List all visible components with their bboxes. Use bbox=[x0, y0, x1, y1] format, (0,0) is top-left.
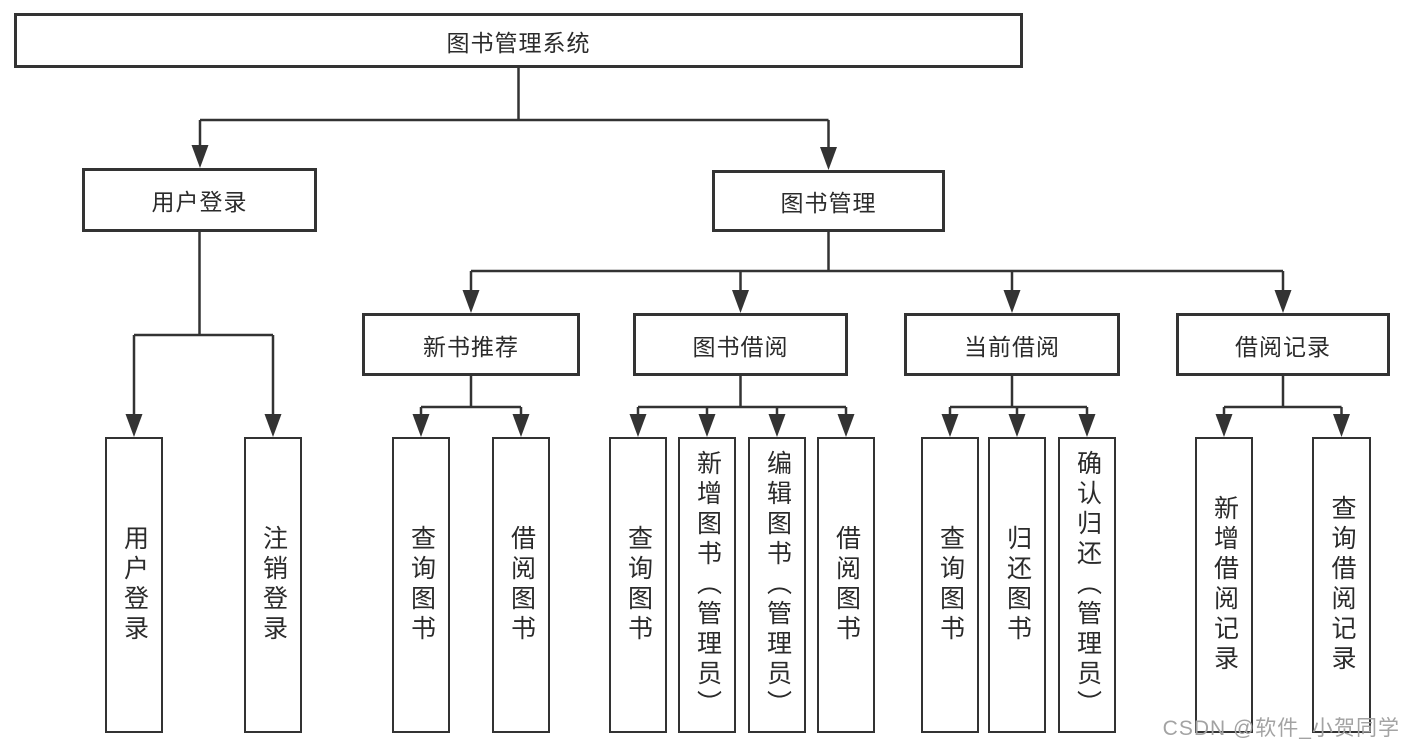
node-book-borrowing: 图书借阅 bbox=[633, 313, 848, 376]
node-confirm-return-admin: 确认归还（管理员） bbox=[1058, 437, 1116, 733]
node-label: 用户登录 bbox=[120, 525, 149, 645]
node-user-login-leaf: 用户登录 bbox=[105, 437, 163, 733]
node-borrow-books-recommend: 借阅图书 bbox=[492, 437, 550, 733]
node-label: 归还图书 bbox=[1003, 525, 1032, 645]
node-query-books-recommend: 查询图书 bbox=[392, 437, 450, 733]
node-current-borrowing: 当前借阅 bbox=[904, 313, 1120, 376]
node-return-book: 归还图书 bbox=[988, 437, 1046, 733]
node-label: 借阅图书 bbox=[832, 525, 861, 645]
node-label: 查询图书 bbox=[936, 525, 965, 645]
node-borrow-books-borrowing: 借阅图书 bbox=[817, 437, 875, 733]
node-add-book-admin: 新增图书（管理员） bbox=[678, 437, 736, 733]
node-book-management: 图书管理 bbox=[712, 170, 945, 232]
node-label: 查询图书 bbox=[407, 525, 436, 645]
node-user-login: 用户登录 bbox=[82, 168, 317, 232]
node-library-management-system: 图书管理系统 bbox=[14, 13, 1023, 68]
node-label: 图书管理 bbox=[780, 190, 877, 216]
node-label: 查询借阅记录 bbox=[1328, 495, 1356, 675]
node-label: 新书推荐 bbox=[423, 333, 519, 360]
node-query-books-borrowing: 查询图书 bbox=[609, 437, 667, 733]
node-label: 查询图书 bbox=[624, 525, 653, 645]
node-label: 注销登录 bbox=[259, 525, 288, 645]
node-borrowing-records: 借阅记录 bbox=[1176, 313, 1390, 376]
node-add-borrow-record: 新增借阅记录 bbox=[1195, 437, 1253, 733]
node-label: 新增图书（管理员） bbox=[693, 450, 722, 720]
node-label: 图书管理系统 bbox=[446, 29, 591, 56]
node-label: 图书借阅 bbox=[692, 333, 789, 360]
arrowheads bbox=[125, 145, 1350, 437]
node-label: 用户登录 bbox=[151, 189, 248, 215]
node-query-borrow-record: 查询借阅记录 bbox=[1312, 437, 1371, 733]
node-edit-book-admin: 编辑图书（管理员） bbox=[748, 437, 806, 733]
node-label: 借阅记录 bbox=[1235, 333, 1331, 360]
node-label: 当前借阅 bbox=[964, 333, 1060, 360]
node-label: 确认归还（管理员） bbox=[1073, 450, 1102, 720]
node-label: 新增借阅记录 bbox=[1210, 495, 1239, 675]
node-query-books-current: 查询图书 bbox=[921, 437, 979, 733]
watermark: CSDN @软件_小贺同学 bbox=[1162, 717, 1400, 740]
node-logout: 注销登录 bbox=[244, 437, 302, 733]
node-new-book-recommendation: 新书推荐 bbox=[362, 313, 580, 376]
node-label: 借阅图书 bbox=[507, 525, 536, 645]
node-label: 编辑图书（管理员） bbox=[763, 450, 792, 720]
